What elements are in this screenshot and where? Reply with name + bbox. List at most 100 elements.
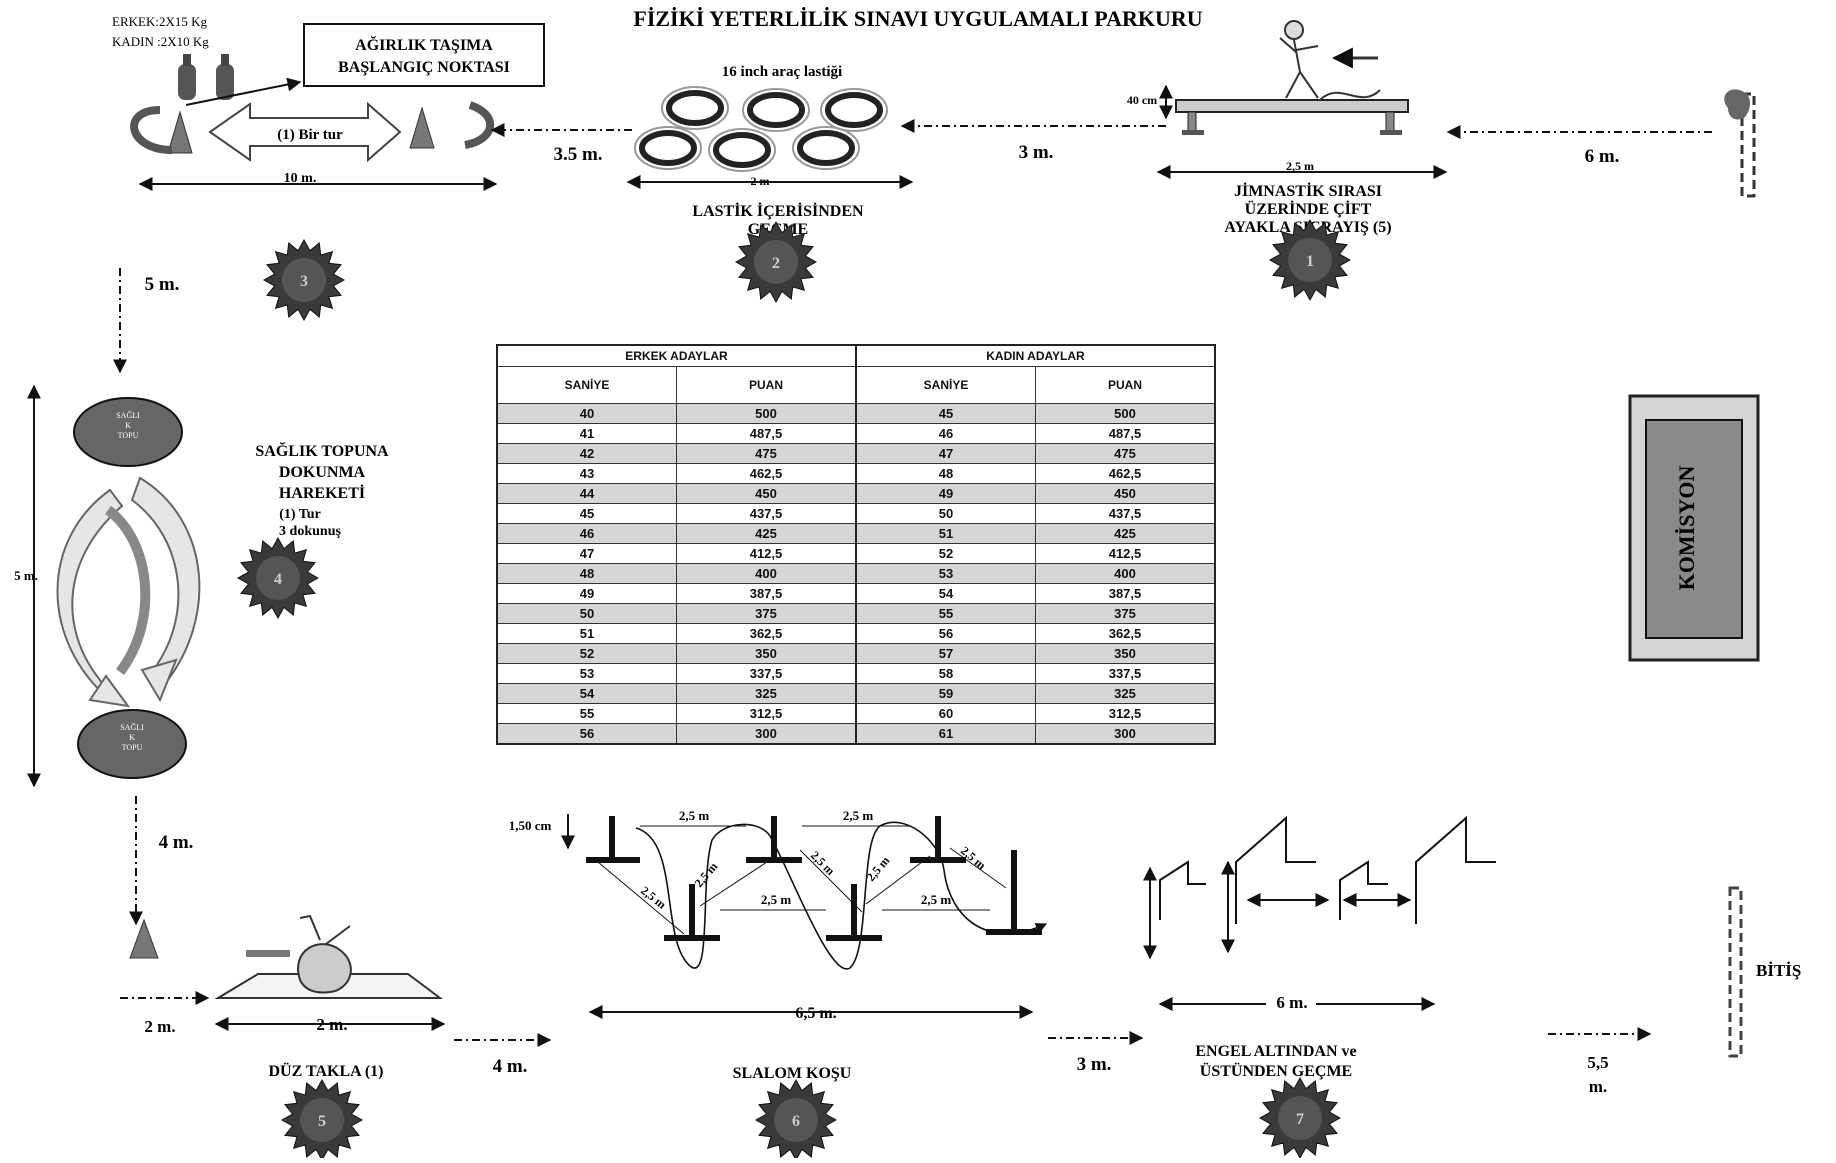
female-seconds-cell: 51: [855, 523, 1036, 544]
medicine-ball-icon: [77, 709, 187, 779]
ball-2-line1: SAĞLI: [120, 722, 144, 732]
dist-4m-side: 4 m.: [159, 832, 194, 853]
station-number: 4: [274, 571, 282, 588]
female-points-cell: 387,5: [1035, 583, 1216, 604]
male-seconds-cell: 46: [496, 523, 677, 544]
score-table: ERKEK ADAYLAR KADIN ADAYLAR SANİYE PUAN …: [496, 344, 1216, 745]
male-points-cell: 362,5: [676, 623, 857, 644]
bench-icon: [1175, 99, 1409, 135]
weight-icon: [178, 54, 234, 100]
female-seconds-cell: 49: [855, 483, 1036, 504]
female-seconds-cell: 61: [855, 723, 1036, 745]
dist-6m-top: 6 m.: [1585, 146, 1620, 167]
dist-6m-hurdles: 6 m.: [1276, 993, 1307, 1012]
female-points-cell: 475: [1035, 443, 1216, 464]
col-seconds-female: SANİYE: [855, 366, 1036, 404]
female-points-cell: 325: [1035, 683, 1216, 704]
start-box-line2: BAŞLANGIÇ NOKTASI: [338, 59, 510, 76]
slalom-gap-4: 2,5 m: [921, 892, 952, 907]
female-seconds-cell: 58: [855, 663, 1036, 684]
station-badge-center: [300, 1098, 344, 1142]
dist-5-5m-line1: 5,5: [1587, 1053, 1608, 1072]
female-points-cell: 450: [1035, 483, 1216, 504]
male-seconds-cell: 50: [496, 603, 677, 624]
station-number: 3: [300, 273, 308, 290]
ball-1-line2: K: [125, 421, 131, 430]
col-seconds-male: SANİYE: [496, 366, 677, 404]
start-box-line1: AĞIRLIK TAŞIMA: [355, 35, 493, 54]
female-points-cell: 312,5: [1035, 703, 1216, 724]
dist-3m-bottom: 3 m.: [1077, 1054, 1112, 1075]
station-badge-center: [1288, 238, 1332, 282]
male-seconds-cell: 48: [496, 563, 677, 584]
station-number: 5: [318, 1113, 326, 1130]
station-4-line1: SAĞLIK TOPUNA: [255, 441, 389, 460]
station-number: 1: [1306, 253, 1314, 270]
station-1-line2: ÜZERİNDE ÇİFT: [1245, 199, 1372, 218]
station-number: 7: [1296, 1111, 1304, 1128]
dist-3-5m: 3.5 m.: [553, 144, 602, 165]
male-seconds-cell: 51: [496, 623, 677, 644]
female-points-cell: 350: [1035, 643, 1216, 664]
slalom-guides: [597, 825, 1007, 935]
female-points-cell: 362,5: [1035, 623, 1216, 644]
ball-1-line3: TOPU: [118, 431, 139, 440]
station-2-line1: LASTİK İÇERİSİNDEN: [692, 201, 864, 220]
female-seconds-cell: 56: [855, 623, 1036, 644]
male-seconds-cell: 52: [496, 643, 677, 664]
start-post-icon: [1724, 89, 1756, 198]
female-seconds-cell: 46: [855, 423, 1036, 444]
dist-2-5m-bench: 2,5 m: [1286, 159, 1314, 173]
hurdle-icon: [1159, 815, 1496, 924]
col-points-female: PUAN: [1035, 366, 1216, 404]
female-points-cell: 500: [1035, 403, 1216, 424]
dist-4m-bottom: 4 m.: [493, 1056, 528, 1077]
medicine-ball-icon: [73, 397, 183, 467]
male-points-cell: 437,5: [676, 503, 857, 524]
female-seconds-cell: 52: [855, 543, 1036, 564]
tire-caption: 16 inch araç lastiği: [722, 64, 842, 80]
station-badge-center: [282, 258, 326, 302]
male-seconds-cell: 44: [496, 483, 677, 504]
group-male-header: ERKEK ADAYLAR: [496, 344, 857, 367]
female-seconds-cell: 59: [855, 683, 1036, 704]
male-points-cell: 500: [676, 403, 857, 424]
ball-2-line3: TOPU: [122, 743, 143, 752]
female-seconds-cell: 53: [855, 563, 1036, 584]
slalom-pole-height: 1,50 cm: [509, 818, 552, 833]
female-seconds-cell: 54: [855, 583, 1036, 604]
station-6-label: SLALOM KOŞU: [733, 1065, 852, 1082]
roll-direction-icon: [246, 950, 290, 957]
female-points-cell: 412,5: [1035, 543, 1216, 564]
station-number: 2: [772, 255, 780, 272]
female-seconds-cell: 47: [855, 443, 1036, 464]
female-points-cell: 425: [1035, 523, 1216, 544]
male-seconds-cell: 41: [496, 423, 677, 444]
slalom-gap-9: 2,5 m: [958, 844, 988, 873]
female-points-cell: 300: [1035, 723, 1216, 745]
slalom-gap-2: 2,5 m: [843, 808, 874, 823]
slalom-path: [635, 821, 1048, 970]
dist-5m-vertical: 5 m.: [14, 568, 38, 583]
male-seconds-cell: 49: [496, 583, 677, 604]
dist-6-5m: 6,5 m.: [795, 1005, 836, 1022]
group-female-header: KADIN ADAYLAR: [855, 344, 1216, 367]
male-seconds-cell: 42: [496, 443, 677, 464]
male-points-cell: 387,5: [676, 583, 857, 604]
male-points-cell: 325: [676, 683, 857, 704]
station-4-line3: HAREKETİ: [279, 483, 365, 502]
station-badge-center: [1278, 1096, 1322, 1140]
tire-icon: [639, 90, 883, 168]
col-points-male: PUAN: [676, 366, 857, 404]
